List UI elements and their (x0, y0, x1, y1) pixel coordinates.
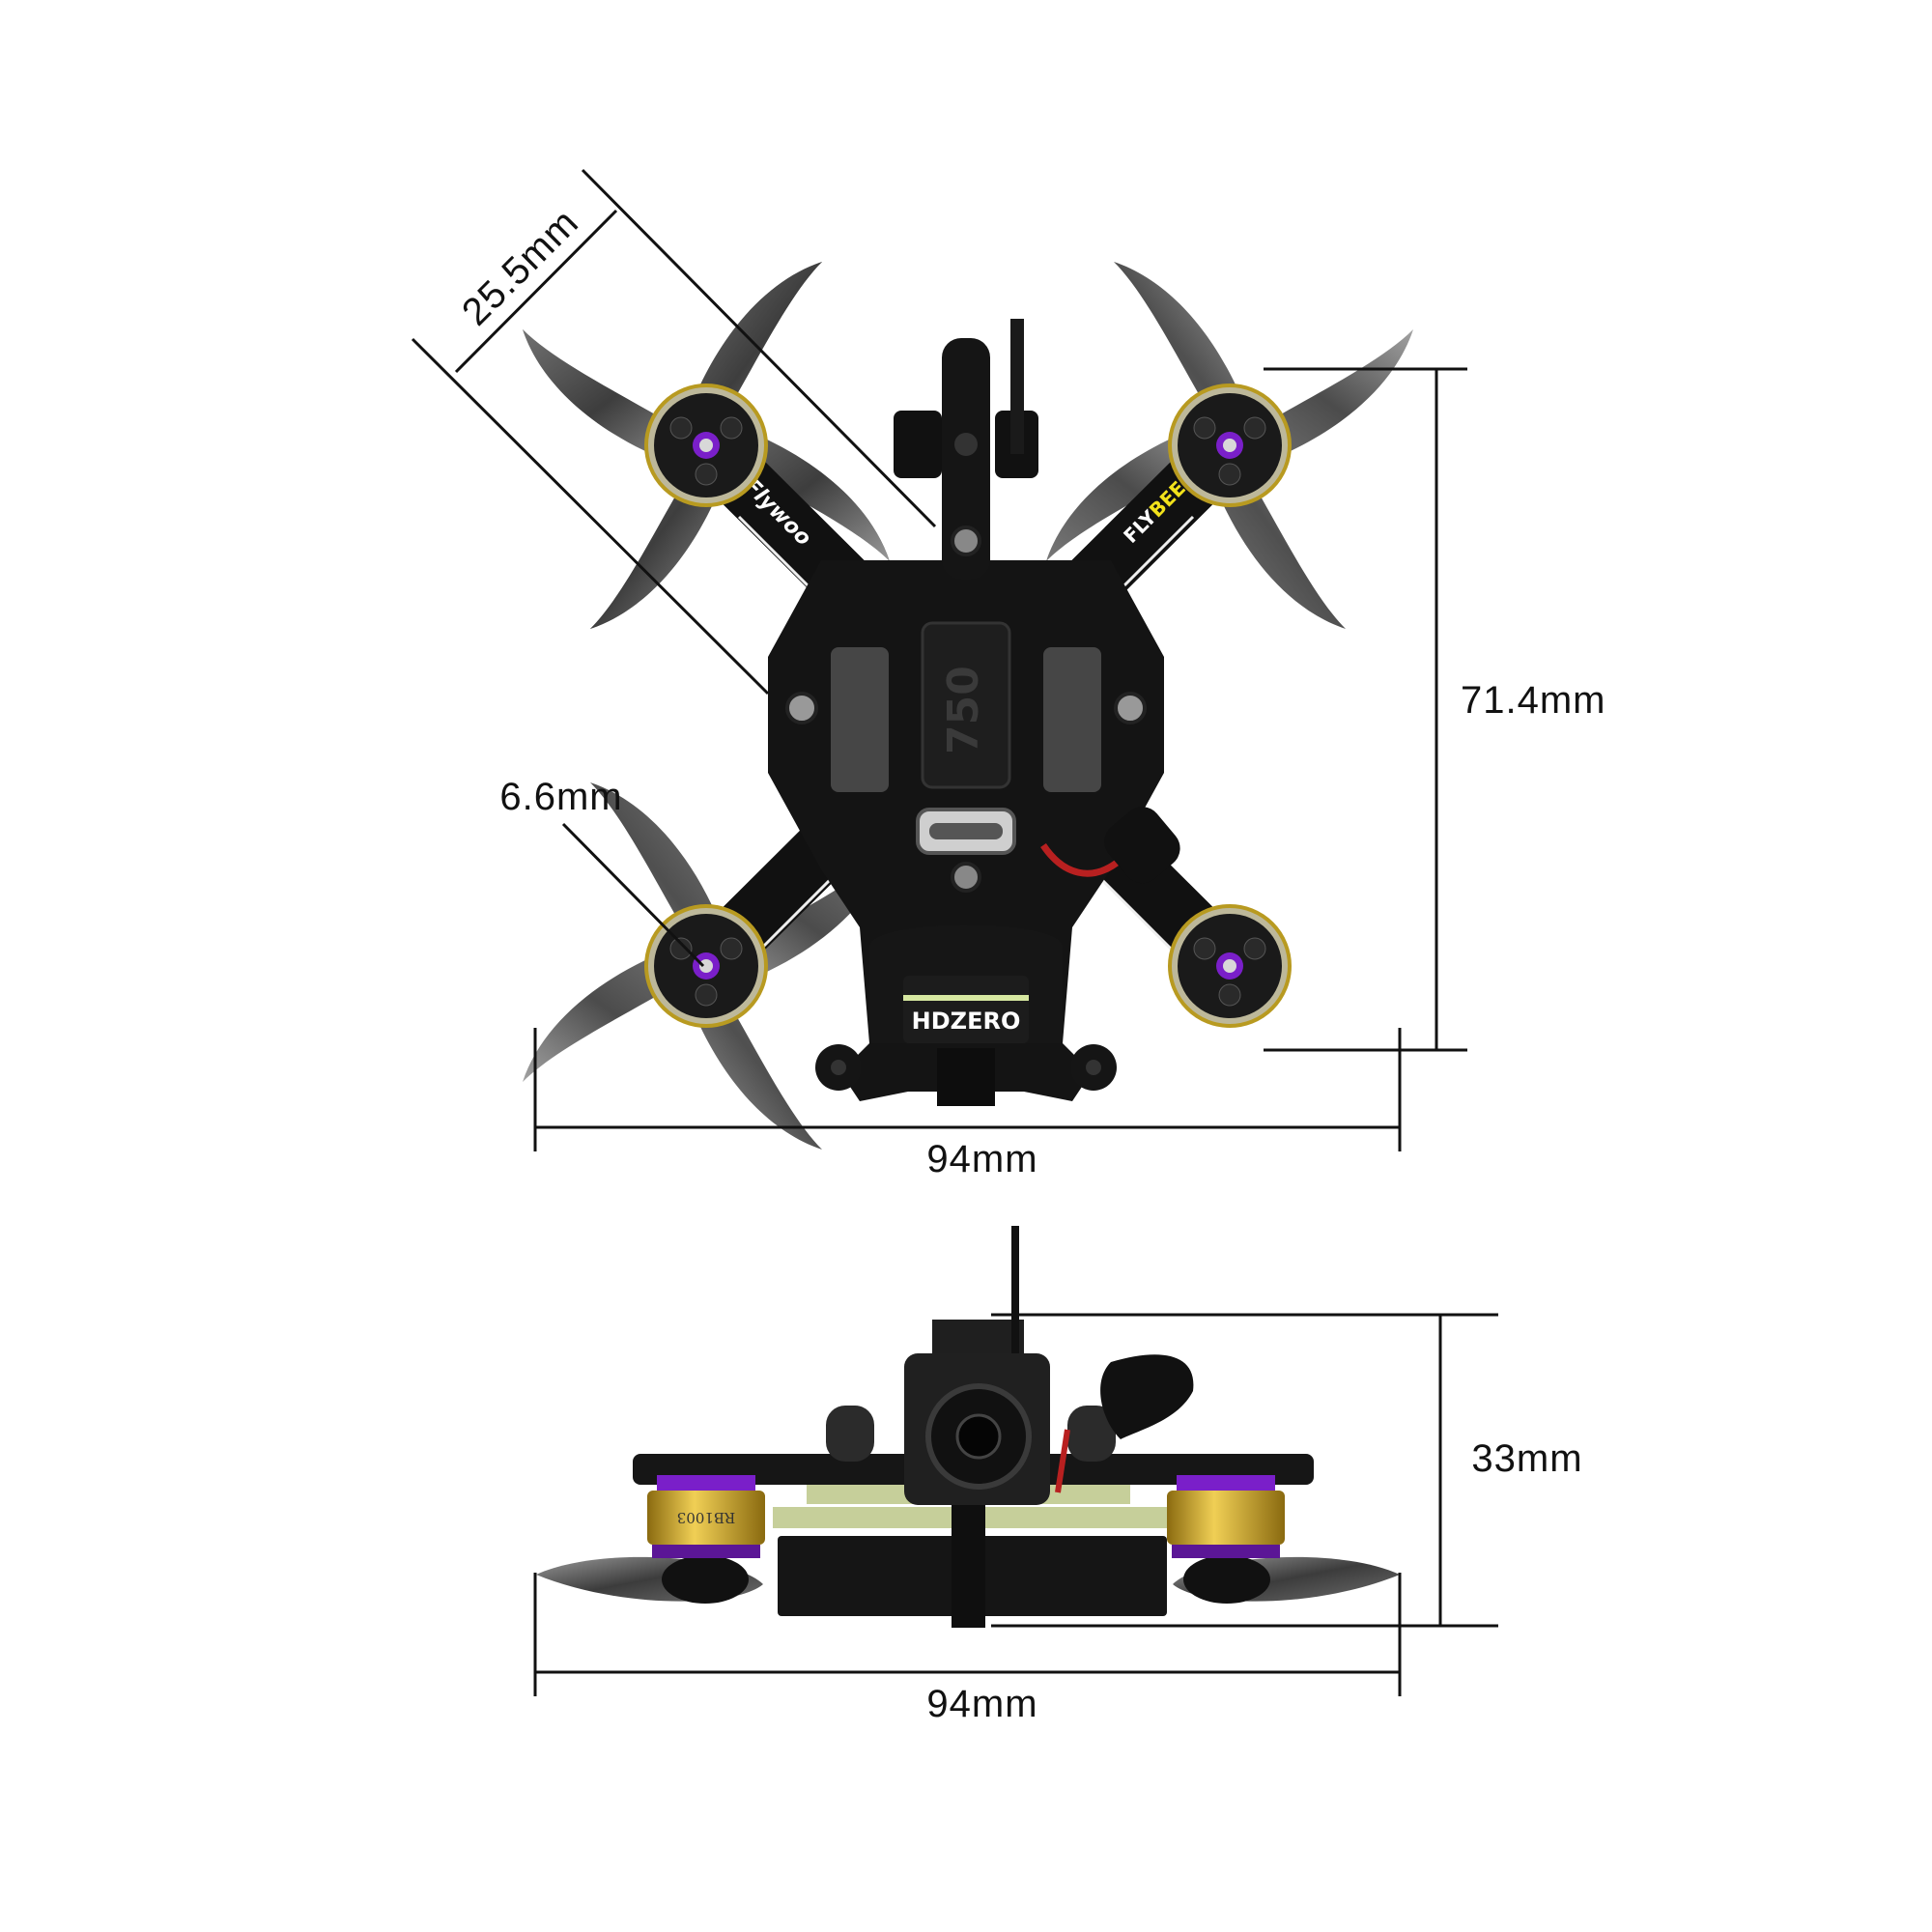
top-height-dimension-label: 71.4mm (1461, 679, 1606, 722)
motor (644, 384, 768, 507)
top-view-drone: 750 HDZERO Flywoo FLYB (523, 262, 1413, 1150)
camera-brand-label: HDZERO (912, 1008, 1021, 1035)
side-motor (1167, 1475, 1285, 1558)
side-width-dimension-label: 94mm (926, 1683, 1037, 1725)
motor (1168, 384, 1292, 507)
side-dimension-lines (533, 1313, 1498, 1696)
motor (1168, 904, 1292, 1028)
battery-mark: 750 (939, 666, 988, 754)
side-height-dimension-label: 33mm (1471, 1437, 1582, 1480)
motor-dimension-label: 6.6mm (499, 776, 622, 818)
side-motor: RB1003 (647, 1475, 765, 1558)
top-width-dimension-label: 94mm (926, 1138, 1037, 1180)
motor-model-label: RB1003 (677, 1509, 736, 1526)
side-view-drone: RB1003 (536, 1226, 1400, 1628)
frame-body: 750 HDZERO (768, 319, 1180, 1106)
motor (644, 904, 768, 1028)
top-dimension-lines (411, 168, 1467, 1151)
diagonal-dimension-label: 25.5mm (454, 201, 587, 334)
